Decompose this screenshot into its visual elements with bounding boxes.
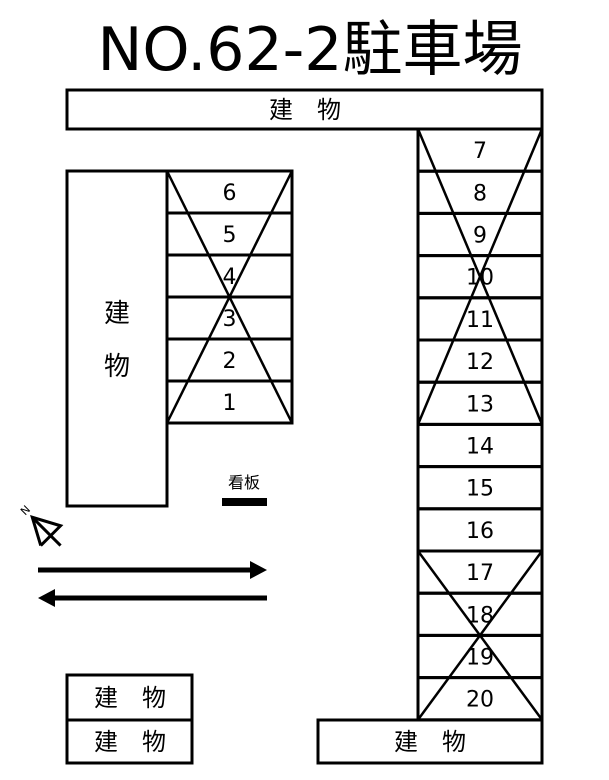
parking-space-19: 19 bbox=[416, 633, 544, 680]
parking-space-16: 16 bbox=[416, 507, 544, 553]
parking-space-9: 9 bbox=[416, 211, 544, 258]
unavailable-cross-mark bbox=[416, 550, 544, 721]
north-arrow-icon: N bbox=[18, 503, 64, 547]
space-number: 2 bbox=[223, 349, 237, 374]
building-bottom-left-1-label: 建 物 bbox=[94, 684, 166, 712]
building-bottom-left-2 bbox=[65, 718, 194, 765]
parking-space-2: 2 bbox=[165, 337, 294, 383]
space-number: 3 bbox=[223, 307, 237, 332]
building-left bbox=[65, 169, 169, 508]
space-number: 1 bbox=[223, 391, 237, 416]
sign-label: 看板 bbox=[228, 473, 260, 492]
parking-space-1: 1 bbox=[165, 379, 294, 425]
space-number: 18 bbox=[466, 603, 494, 628]
right-parking-column: 7891011121314151617181920 bbox=[416, 127, 544, 722]
building-bottom-left-2-label: 建 物 bbox=[94, 728, 166, 756]
unavailable-cross-mark bbox=[416, 128, 544, 425]
space-number: 14 bbox=[466, 435, 494, 460]
parking-space-3: 3 bbox=[165, 295, 294, 341]
parking-space-15: 15 bbox=[416, 465, 544, 511]
space-number: 16 bbox=[466, 519, 494, 544]
space-number: 6 bbox=[223, 181, 237, 206]
space-number: 7 bbox=[473, 139, 487, 164]
parking-space-5: 5 bbox=[165, 211, 294, 257]
building-top bbox=[65, 88, 544, 131]
unavailable-cross-mark bbox=[165, 170, 294, 424]
parking-space-12: 12 bbox=[416, 338, 544, 384]
parking-space-14: 14 bbox=[416, 422, 544, 469]
parking-space-4: 4 bbox=[165, 253, 294, 299]
parking-space-7: 7 bbox=[416, 127, 544, 173]
space-number: 9 bbox=[473, 224, 487, 249]
space-number: 11 bbox=[466, 308, 494, 333]
parking-space-13: 13 bbox=[416, 380, 544, 426]
space-number: 12 bbox=[466, 350, 494, 375]
building-left-label-2: 物 bbox=[104, 352, 130, 382]
space-number: 20 bbox=[466, 688, 494, 713]
space-number: 8 bbox=[473, 181, 487, 206]
parking-space-18: 18 bbox=[416, 591, 544, 637]
parking-space-17: 17 bbox=[416, 549, 544, 595]
building-left-label-1: 建 bbox=[104, 299, 130, 329]
space-number: 13 bbox=[466, 392, 494, 417]
space-number: 17 bbox=[466, 561, 494, 586]
traffic-arrow-left bbox=[38, 589, 267, 607]
building-bottom-right-label: 建 物 bbox=[394, 728, 466, 756]
space-number: 5 bbox=[223, 223, 237, 248]
building-top-label: 建 物 bbox=[269, 96, 341, 124]
parking-space-8: 8 bbox=[416, 169, 544, 215]
left-parking-column: 6 5 4 3 2 1 bbox=[165, 169, 294, 425]
parking-space-11: 11 bbox=[416, 296, 544, 342]
sign-marker bbox=[222, 498, 267, 506]
traffic-arrow-right bbox=[38, 561, 267, 579]
space-number: 4 bbox=[223, 265, 237, 290]
space-number: 15 bbox=[466, 477, 494, 502]
parking-space-20: 20 bbox=[416, 676, 544, 722]
page-title: NO.62-2駐車場 bbox=[98, 15, 523, 85]
